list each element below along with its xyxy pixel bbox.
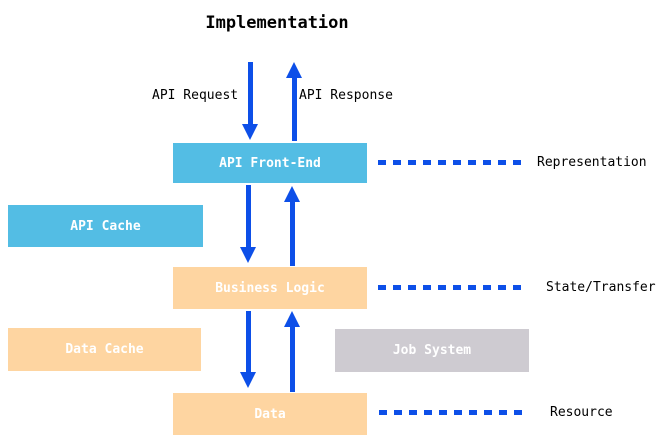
resource-label: Resource [550, 405, 613, 420]
box-business-logic: Business Logic [173, 267, 367, 309]
arrow-shaft [291, 77, 297, 141]
box-job-system: Job System [335, 329, 529, 372]
arrow-head [284, 311, 300, 327]
box-business-logic-label: Business Logic [215, 280, 325, 296]
data-to-business-arrow [284, 311, 300, 392]
frontend-to-business-arrow [240, 185, 256, 263]
resource-dashed-line [379, 410, 525, 415]
api-response-arrow [286, 62, 302, 141]
arrow-head [240, 247, 256, 263]
api-response-label: API Response [299, 88, 393, 103]
arrow-shaft [289, 201, 295, 266]
box-api-front-end-label: API Front-End [219, 155, 321, 171]
arrow-shaft [245, 311, 251, 373]
arrow-head [240, 372, 256, 388]
box-data-cache-label: Data Cache [65, 342, 144, 357]
business-to-data-arrow [240, 311, 256, 388]
box-api-cache: API Cache [8, 205, 203, 247]
state-transfer-label: State/Transfer [546, 280, 656, 295]
state-transfer-dashed-line [378, 285, 524, 290]
business-to-frontend-arrow [284, 186, 300, 266]
box-api-front-end: API Front-End [173, 143, 367, 183]
box-data: Data [173, 393, 367, 435]
api-request-label: API Request [152, 88, 239, 103]
arrow-head [242, 124, 258, 140]
arrow-shaft [247, 62, 253, 125]
arrow-shaft [289, 326, 295, 392]
arrow-head [286, 62, 302, 78]
box-job-system-label: Job System [392, 343, 472, 358]
representation-label: Representation [537, 155, 647, 170]
box-api-cache-label: API Cache [70, 218, 141, 234]
arrow-head [284, 186, 300, 202]
api-request-arrow [242, 62, 258, 140]
box-data-cache: Data Cache [8, 328, 201, 371]
box-data-label: Data [254, 406, 286, 422]
representation-dashed-line [378, 160, 524, 165]
diagram-title: Implementation [205, 13, 349, 33]
arrow-shaft [245, 185, 251, 248]
